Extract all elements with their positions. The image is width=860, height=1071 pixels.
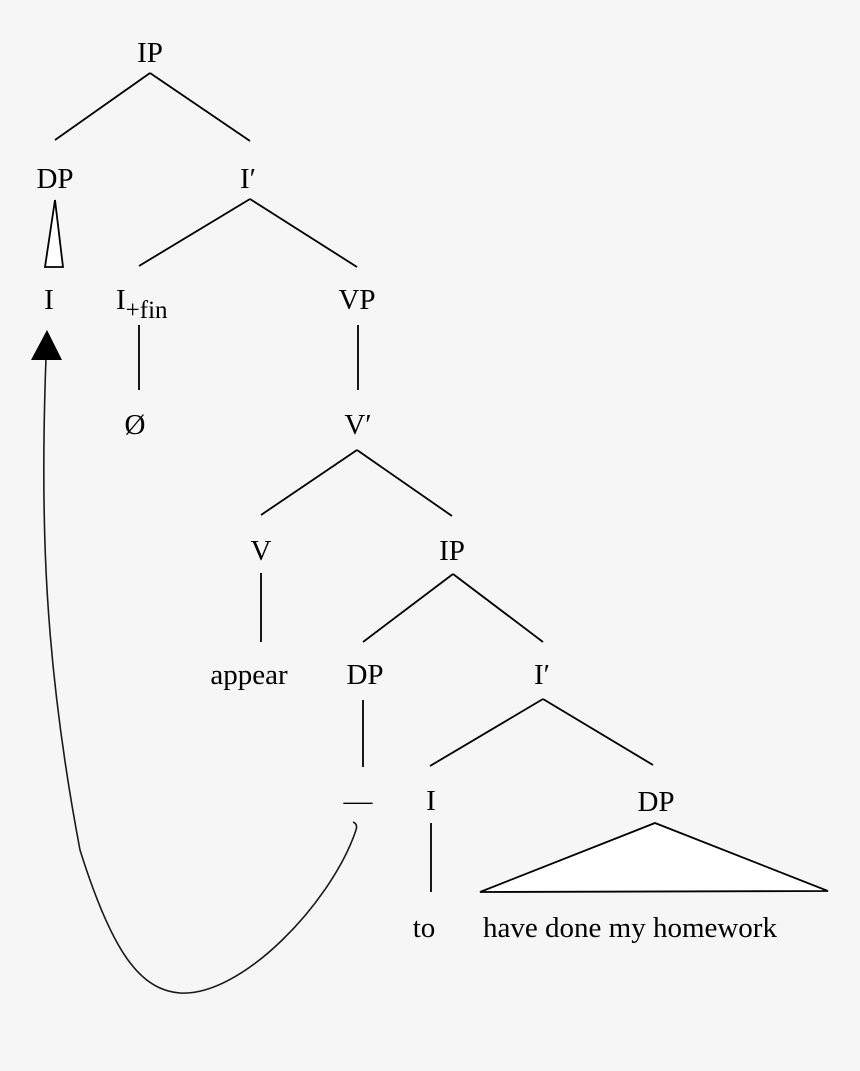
terminal-pronoun: I bbox=[44, 284, 54, 316]
edge-ibar2-to-dp2 bbox=[542, 698, 654, 766]
node-dp-object: DP bbox=[637, 786, 674, 818]
edge-vbar-to-ip2 bbox=[356, 449, 453, 517]
edge-ip2-to-ibar2 bbox=[452, 573, 544, 643]
node-ip-embedded: IP bbox=[439, 535, 465, 567]
terminal-infinitival: to bbox=[413, 912, 436, 944]
node-ibar-root: I′ bbox=[240, 163, 256, 195]
node-ip-root: IP bbox=[137, 37, 163, 69]
edge-ip2-to-dp bbox=[362, 573, 454, 643]
node-dp-subject: DP bbox=[36, 163, 73, 195]
dp-subject-roof-triangle bbox=[43, 199, 65, 268]
edge-ip-to-dp bbox=[54, 72, 151, 141]
node-vbar: V′ bbox=[344, 409, 371, 441]
node-i-fin: I+fin bbox=[116, 284, 168, 324]
terminal-null-infl: Ø bbox=[125, 409, 146, 441]
edge-ibar-to-ifin bbox=[138, 198, 251, 267]
node-ibar-embedded: I′ bbox=[534, 659, 550, 691]
edge-ibar-to-vp bbox=[249, 198, 358, 268]
terminal-verb: appear bbox=[210, 659, 288, 691]
movement-arrow-curve bbox=[42, 357, 358, 994]
movement-arrow-head-icon bbox=[31, 330, 62, 360]
node-dp-spec: DP bbox=[346, 659, 383, 691]
node-vp: VP bbox=[338, 284, 375, 316]
node-v: V bbox=[251, 535, 272, 567]
dp-object-roof-triangle bbox=[479, 822, 829, 893]
node-i-embedded: I bbox=[426, 785, 436, 817]
edge-vbar-to-v bbox=[260, 449, 358, 516]
terminal-trace: — bbox=[343, 785, 374, 817]
terminal-dp-object-phrase: have done my homework bbox=[483, 912, 777, 944]
edge-ibar2-to-i bbox=[429, 698, 544, 767]
edge-ip-to-ibar bbox=[149, 72, 251, 142]
